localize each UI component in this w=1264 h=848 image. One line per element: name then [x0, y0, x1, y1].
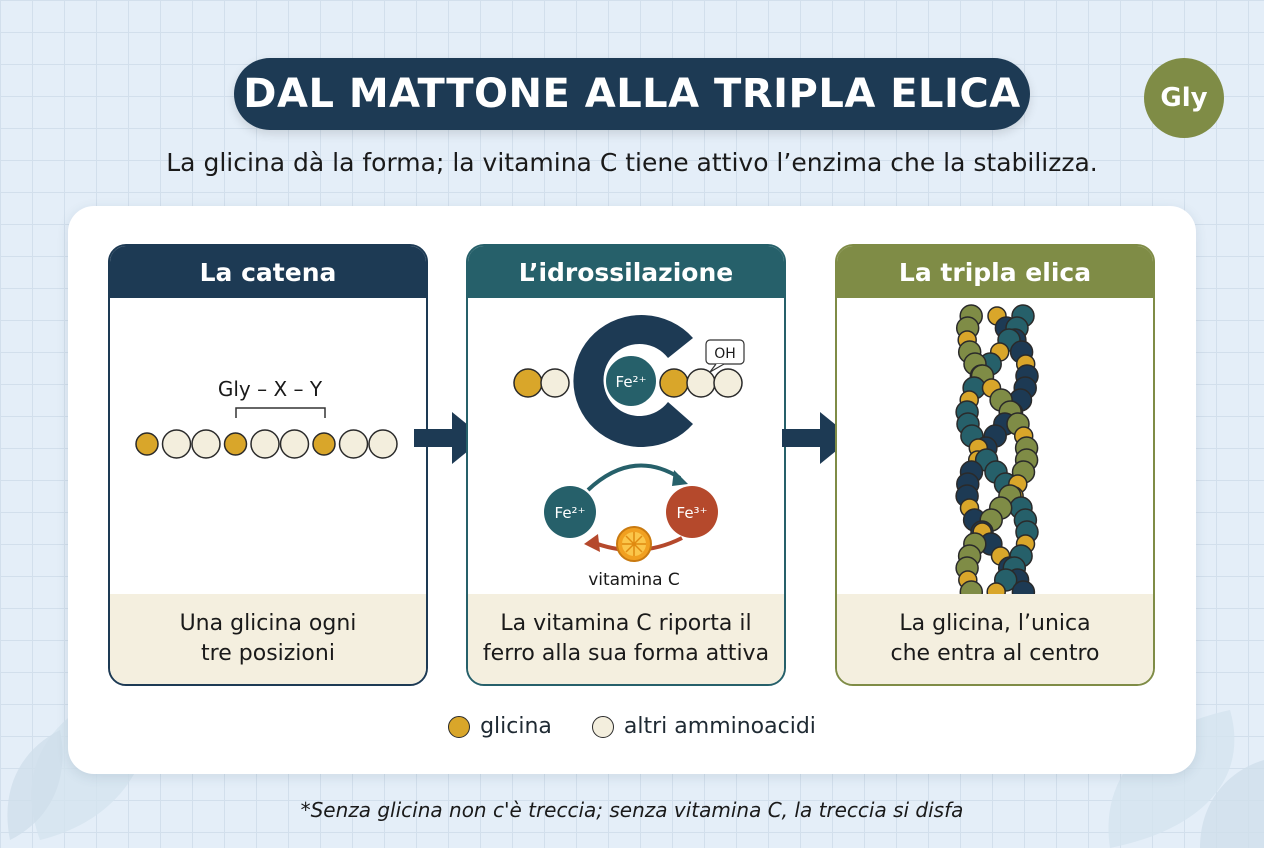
orange-slice-icon: [616, 526, 652, 562]
panel-chain-caption-line1: Una glicina ogni: [179, 611, 357, 636]
glycine-bead: [312, 432, 336, 456]
panel-triple-helix: La tripla elica La glicina, l’unica che …: [835, 244, 1155, 686]
panel-hydroxylation-caption-line1: La vitamina C riporta il: [500, 611, 752, 636]
panel-chain: La catena Gly – X – Y Una glicina ogni t…: [108, 244, 428, 686]
cycle-fe3-label: Fe³⁺: [677, 504, 708, 522]
gly-badge: Gly: [1144, 58, 1224, 138]
amino-acid-bead: [368, 429, 398, 459]
panel-triple-helix-caption-line2: che entra al centro: [890, 641, 1100, 666]
amino-acid-bead: [161, 429, 192, 459]
panel-chain-caption-line2: tre posizioni: [201, 641, 335, 666]
legend-other: altri amminoacidi: [591, 714, 816, 739]
vitamin-c-label: vitamina C: [588, 570, 680, 590]
cycle-fe2-label: Fe²⁺: [555, 504, 586, 522]
amino-acid-bead: [279, 429, 310, 459]
glycine-dot-icon: [448, 715, 471, 738]
glycine-bead: [223, 432, 248, 456]
amino-acid-bead: [338, 429, 369, 459]
page-subtitle: La glicina dà la forma; la vitamina C ti…: [166, 148, 1098, 177]
chain-illustration: Gly – X – Y: [135, 377, 398, 459]
panel-hydroxylation-title: L’idrossilazione: [468, 246, 784, 298]
panel-chain-title: La catena: [110, 246, 426, 298]
panel-chain-caption: Una glicina ogni tre posizioni: [110, 594, 426, 684]
chain-label: Gly – X – Y: [218, 377, 323, 401]
panel-triple-helix-title: La tripla elica: [837, 246, 1153, 298]
helix-strand-bead: [1011, 580, 1036, 598]
enzyme-illustration: Fe²⁺ OH Fe²⁺ Fe³⁺ vitamina C: [513, 315, 745, 590]
panel-hydroxylation-caption: La vitamina C riporta il ferro alla sua …: [468, 594, 784, 684]
amino-acid-bead: [191, 429, 221, 459]
legend-other-label: altri amminoacidi: [623, 714, 816, 739]
glycine-bead: [135, 432, 159, 456]
footnote: *Senza glicina non c'è treccia; senza vi…: [300, 798, 964, 822]
panel-hydroxylation-caption-line2: ferro alla sua forma attiva: [482, 641, 770, 666]
panel-triple-helix-caption: La glicina, l’unica che entra al centro: [837, 594, 1153, 684]
helix-strand-bead: [959, 580, 984, 598]
other-amino-dot-icon: [591, 715, 614, 738]
page-title: DAL MATTONE ALLA TRIPLA ELICA: [234, 58, 1030, 130]
panel-hydroxylation: L’idrossilazione Fe²⁺ OH Fe²⁺ Fe³⁺ vitam…: [466, 244, 786, 686]
legend: glicina altri amminoacidi: [0, 714, 1264, 739]
panel-triple-helix-caption-line1: La glicina, l’unica: [899, 611, 1091, 636]
oh-label: OH: [714, 346, 736, 362]
legend-glycine-label: glicina: [480, 714, 552, 739]
enzyme-fe2-label: Fe²⁺: [616, 373, 647, 391]
legend-glycine: glicina: [448, 714, 552, 739]
triple-helix-illustration: [955, 304, 1039, 598]
leaf-decoration-right: [1108, 710, 1264, 848]
amino-acid-bead: [250, 429, 280, 459]
